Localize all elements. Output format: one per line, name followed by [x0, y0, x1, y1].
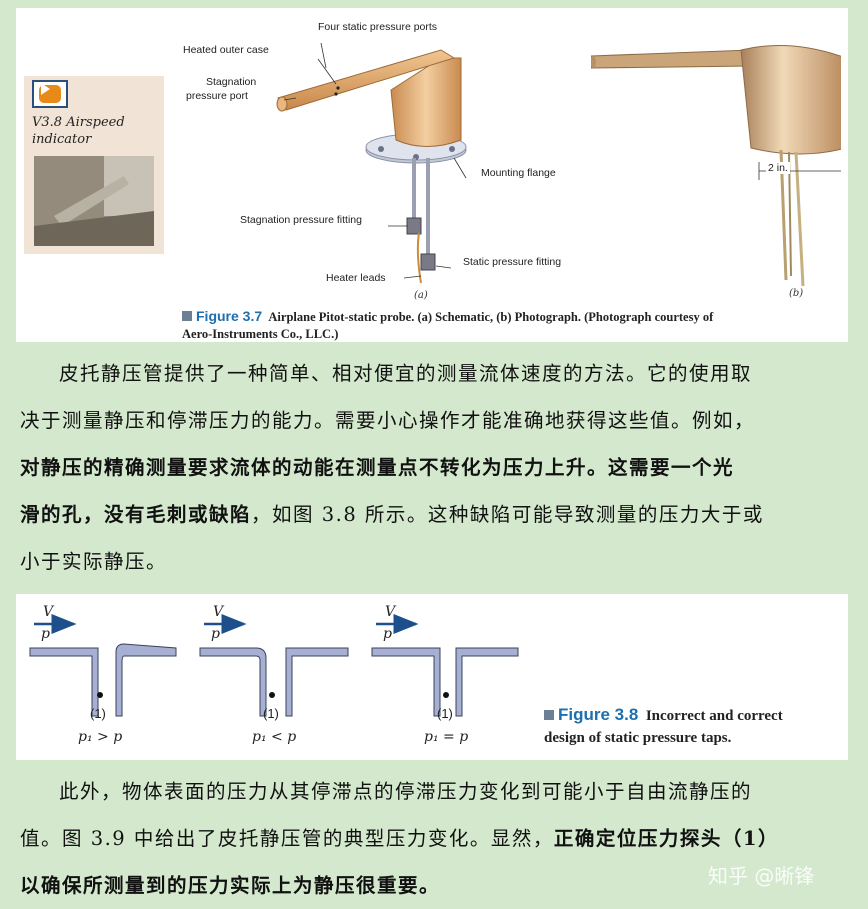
tap-diagram-1	[29, 614, 177, 717]
video-caption: V3.8 Airspeed indicator	[32, 115, 125, 147]
caption-square-icon	[544, 710, 554, 720]
label-four-ports: Four static pressure ports	[318, 21, 438, 33]
figure-3-7: V3.8 Airspeed indicator	[16, 8, 848, 342]
figure-3-7-caption: Figure 3.7 Airplane Pitot-static probe. …	[182, 308, 714, 341]
label-mounting-flange: Mounting flange	[481, 167, 556, 179]
point-label-2: (1)	[263, 706, 279, 721]
velocity-label-2: V	[213, 604, 224, 620]
pitot-schematic	[276, 42, 467, 284]
video-thumbnail	[34, 156, 154, 246]
point-label-3: (1)	[437, 706, 453, 721]
sub-label-a: (a)	[414, 290, 428, 301]
relation-label-2: p₁ < p	[252, 729, 297, 745]
label-stag-port-2: pressure port	[186, 90, 248, 102]
sub-label-b: (b)	[789, 288, 804, 299]
static-tap-diagrams	[29, 614, 519, 717]
pressure-label-1: p	[41, 626, 50, 642]
label-stag-fitting: Stagnation pressure fitting	[240, 214, 362, 226]
paragraph-2: 此外，物体表面的压力从其停滞点的停滞压力变化到可能小于自由流静压的 值。图 3.…	[20, 780, 779, 897]
pressure-label-2: p	[211, 626, 220, 642]
caption-square-icon	[182, 311, 192, 321]
pitot-photograph	[591, 45, 841, 287]
velocity-label-3: V	[385, 604, 396, 620]
velocity-label-1: V	[43, 604, 54, 620]
tap-diagram-3	[371, 614, 519, 717]
label-dimension: 2 in.	[766, 162, 790, 174]
tap-diagram-2	[199, 614, 349, 717]
paragraph-1: 皮托静压管提供了一种简单、相对便宜的测量流体速度的方法。它的使用取 决于测量静压…	[20, 362, 764, 573]
pressure-label-3: p	[383, 626, 392, 642]
figure-3-8: V p V p V p (1) (1) (1) p₁ > p p₁ < p p₁…	[16, 594, 848, 760]
video-link-box[interactable]: V3.8 Airspeed indicator	[24, 76, 164, 254]
label-heater-leads: Heater leads	[326, 272, 386, 284]
label-heated-case: Heated outer case	[183, 44, 269, 56]
figure-3-8-caption: Figure 3.8 Incorrect and correct design …	[544, 705, 783, 746]
relation-label-1: p₁ > p	[78, 729, 123, 745]
label-static-fitting: Static pressure fitting	[463, 256, 562, 268]
point-label-1: (1)	[90, 706, 106, 721]
watermark: 知乎 @晰锋	[708, 864, 815, 888]
relation-label-3: p₁ = p	[424, 729, 469, 745]
play-triangle-icon	[41, 83, 50, 95]
play-icon[interactable]	[32, 80, 68, 108]
label-stag-port-1: Stagnation	[206, 76, 257, 88]
